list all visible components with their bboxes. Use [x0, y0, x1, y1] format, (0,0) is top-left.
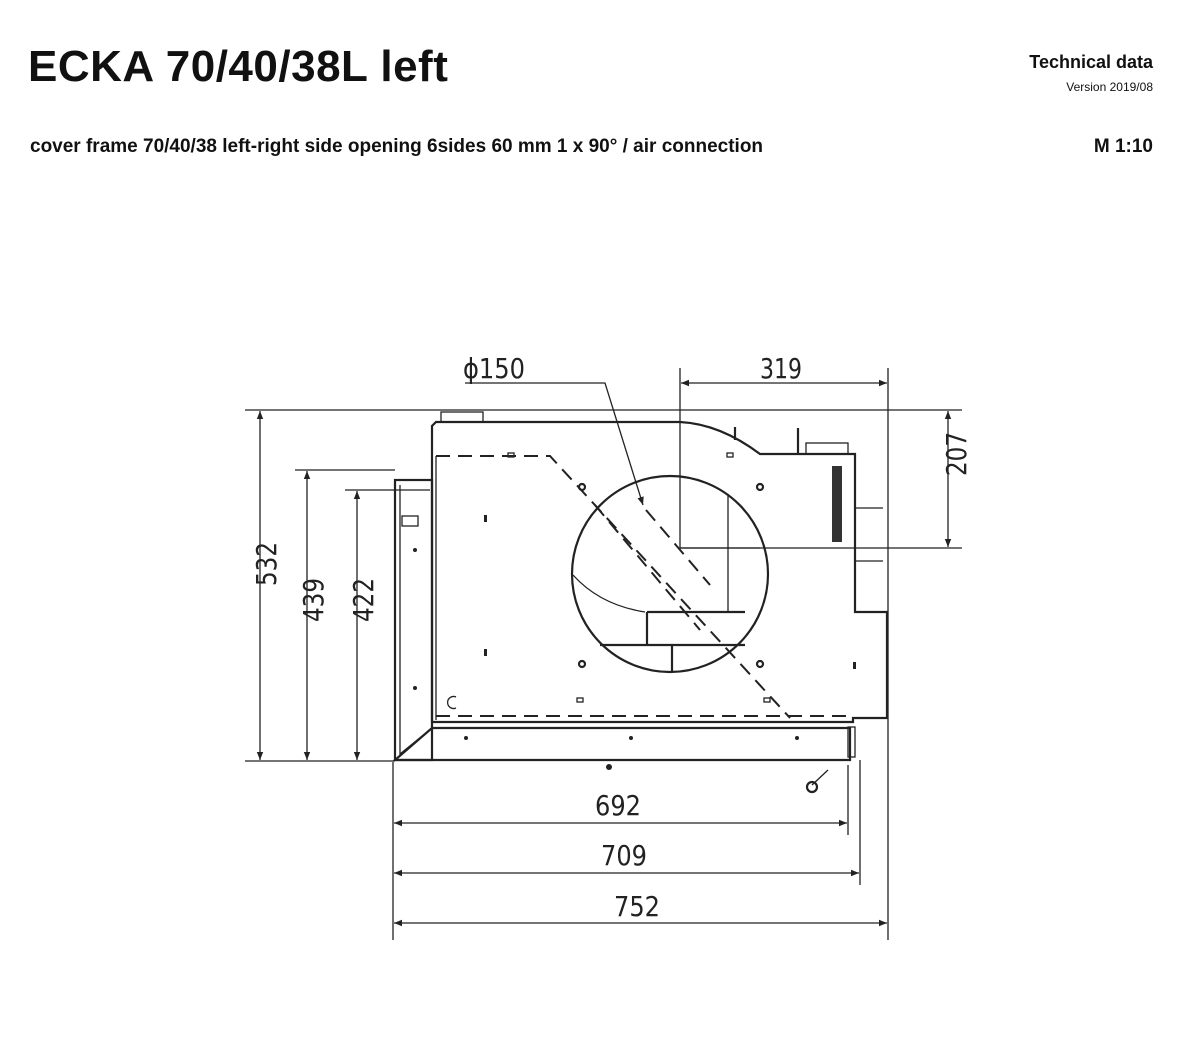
dim-207-label: 207: [940, 432, 973, 476]
dim-diameter-label: ϕ150: [463, 352, 525, 385]
dim-532-label: 532: [250, 542, 283, 586]
dimension-lines: [256, 379, 952, 927]
serial-plate: [832, 466, 842, 542]
technical-data-label: Technical data: [1029, 52, 1153, 72]
cover-frame: [392, 478, 856, 794]
product-subtitle: cover frame 70/40/38 left-right side ope…: [30, 136, 764, 157]
version-label: Version 2019/08: [1066, 80, 1153, 94]
page-title: ECKA 70/40/38L left: [28, 42, 449, 91]
flue-connection: [570, 474, 770, 674]
fireplace-body: [430, 411, 889, 724]
dim-752-label: 752: [614, 890, 660, 923]
dim-439-label: 439: [297, 578, 330, 622]
dim-422-label: 422: [347, 578, 380, 622]
scale-label: M 1:10: [1093, 136, 1153, 157]
dim-692-label: 692: [595, 789, 641, 822]
dim-709-label: 709: [601, 839, 647, 872]
mounting-holes: [413, 452, 856, 770]
dim-319-label: 319: [760, 352, 802, 385]
